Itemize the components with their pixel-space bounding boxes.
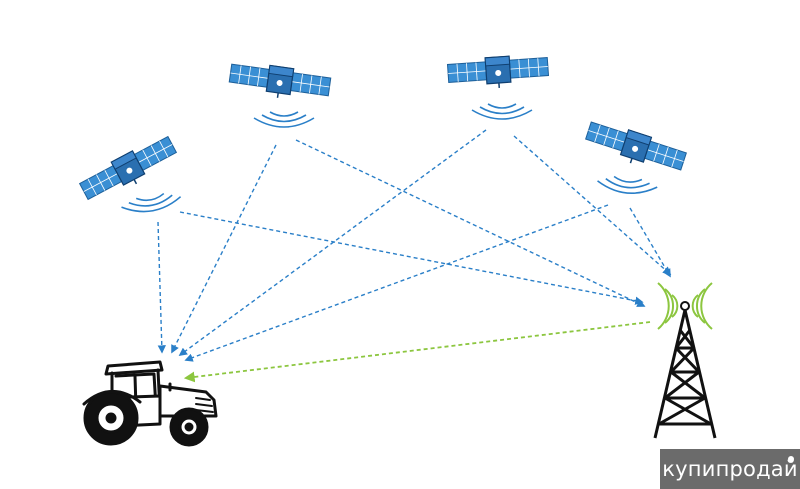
tractor-icon — [82, 360, 218, 447]
link-sat1-tower — [179, 211, 644, 305]
satellite-2 — [227, 59, 333, 128]
correction-link — [183, 321, 651, 383]
link-sat4-tractor — [184, 204, 609, 362]
link-sat2-tower — [295, 139, 646, 307]
signal-waves-icon — [253, 111, 315, 128]
watermark-dot-icon — [788, 456, 794, 462]
tower-icon — [653, 282, 717, 439]
watermark-text: купипродай — [662, 457, 798, 481]
satellite-4 — [582, 117, 689, 197]
satellite-1 — [76, 132, 183, 217]
satellite-icon — [76, 132, 182, 209]
signal-waves-icon — [119, 189, 183, 217]
satellite-3 — [446, 52, 550, 120]
link-sat2-tractor — [171, 144, 277, 354]
signal-links — [157, 129, 672, 362]
link-sat4-tower — [629, 207, 671, 278]
tower-signal-waves-icon — [657, 282, 713, 330]
satellite-icon — [446, 52, 550, 93]
link-sat3-tractor — [178, 129, 487, 356]
satellite-icon — [582, 117, 689, 180]
signal-waves-icon — [595, 174, 659, 197]
signal-waves-icon — [471, 103, 533, 120]
link-sat1-tractor — [157, 221, 166, 354]
watermark: купипродай — [660, 449, 800, 489]
satellite-icon — [227, 59, 333, 106]
